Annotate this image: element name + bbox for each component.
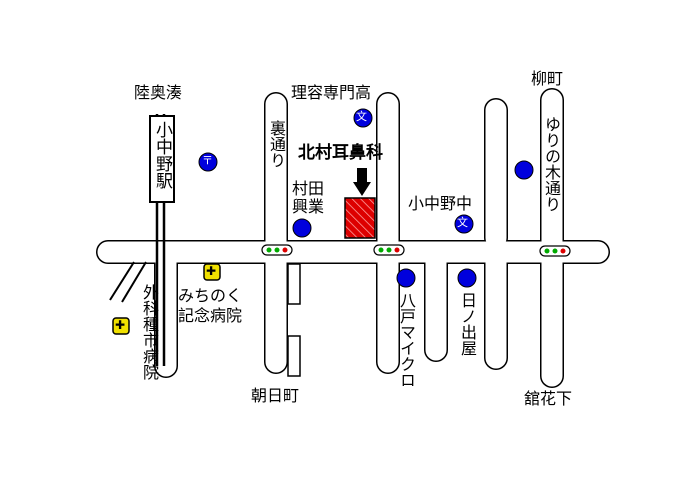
hospital-icon: ✚ xyxy=(206,264,217,278)
school-marker-chu xyxy=(454,214,474,234)
marker-ura-top xyxy=(198,152,218,172)
diagonal-road xyxy=(109,261,147,303)
hospital-marker-michinoku xyxy=(203,263,221,281)
hospital-marker-geka xyxy=(112,317,130,335)
hospital-icon: ✚ xyxy=(115,318,126,332)
landmark-michinoku: みちのく 記念病院 xyxy=(178,286,243,325)
station-box xyxy=(149,115,175,203)
marker-hinode xyxy=(457,268,477,288)
marker-yurinoki xyxy=(514,160,534,180)
street-ura-dori: 裏通り xyxy=(267,120,286,168)
clinic-arrow-icon xyxy=(353,168,371,196)
destination-riyo-senmon: 理容専門高 xyxy=(291,83,372,102)
blue-markers xyxy=(198,152,534,288)
destination-yanagicho: 柳町 xyxy=(531,69,564,88)
landmark-murata-kogyo: 村田興業 xyxy=(292,179,325,216)
landmark-hinode-ya: 日ノ出屋 xyxy=(458,292,477,356)
road-fill xyxy=(97,89,609,387)
landmark-konakano-chu: 小中野中 xyxy=(408,194,473,213)
city-block-lower xyxy=(287,335,301,377)
marker-murata xyxy=(292,218,312,238)
landmark-hachinohe-micro: 八戸マイクロ xyxy=(397,292,416,388)
destination-asahicho: 朝日町 xyxy=(251,386,300,405)
post-office-icon: 〒 xyxy=(202,154,213,167)
school-icon: 文 xyxy=(457,216,468,229)
street-yurinoki-dori: ゆりの木通り xyxy=(542,116,561,212)
school-icon: 文 xyxy=(356,110,367,123)
marker-hachinohe xyxy=(396,268,416,288)
landmark-geka-taneichi: 外科種市病院 xyxy=(140,284,159,380)
destination-mutsuminato: 陸奥湊 xyxy=(134,83,183,102)
clinic-name: 北村耳鼻科 xyxy=(298,143,383,163)
clinic-building[interactable] xyxy=(344,197,376,239)
city-block xyxy=(287,263,301,305)
station-name: 小中野駅 xyxy=(152,121,172,189)
destination-tatehana: 舘花下 xyxy=(524,389,573,408)
traffic-signals xyxy=(261,244,571,257)
school-marker-top xyxy=(353,108,373,128)
